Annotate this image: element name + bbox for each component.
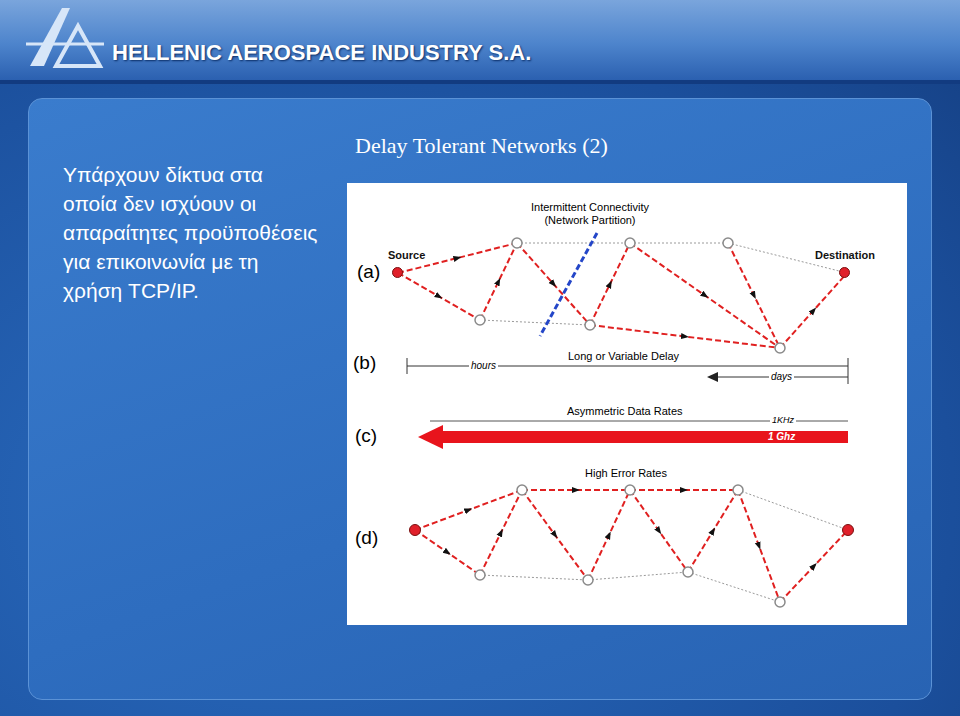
active-link [780, 273, 847, 348]
active-link [630, 489, 738, 491]
figure-caption: Long or Variable Delay [566, 350, 681, 363]
slide-title: Delay Tolerant Networks (2) [355, 133, 608, 159]
active-link [738, 490, 780, 602]
endpoint-node [843, 525, 854, 536]
endpoint-node: Source [388, 249, 425, 278]
panel-letter: (d) [355, 527, 378, 550]
relay-node [625, 485, 635, 495]
relay-node [683, 567, 693, 577]
endpoint-label: Source [388, 249, 425, 262]
relay-nodes-a [475, 238, 785, 353]
relay-node [475, 570, 485, 580]
active-link [415, 530, 480, 575]
active-links-a [398, 243, 847, 348]
relay-node [517, 485, 527, 495]
active-link [728, 243, 780, 348]
relay-node [583, 575, 593, 585]
scale-label: hours [469, 360, 498, 372]
scale-tick [848, 358, 849, 384]
figure-caption: High Error Rates [583, 467, 669, 480]
idle-link [738, 490, 848, 530]
intro-text: Υπάρχουν δίκτυα στα οποία δεν ισχύουν οι… [63, 160, 321, 305]
active-link [522, 490, 588, 580]
idle-link [480, 575, 588, 580]
active-link [590, 243, 630, 325]
active-link [588, 490, 630, 580]
fast-link-arrowhead [418, 425, 443, 449]
active-link [688, 490, 738, 572]
company-logo [26, 8, 104, 66]
rate-label: 1KHz [770, 415, 796, 426]
relay-nodes-d [475, 485, 785, 607]
relay-node [512, 238, 522, 248]
arrow-head [707, 372, 718, 382]
active-link [630, 490, 688, 572]
scale-tick [407, 358, 408, 374]
active-link [780, 530, 848, 602]
relay-node [475, 315, 485, 325]
figure-caption: Intermittent Connectivity (Network Parti… [525, 201, 655, 227]
active-link [480, 243, 517, 320]
idle-link [630, 243, 728, 244]
logo-stroke [26, 43, 104, 46]
scale-label: days [769, 371, 794, 383]
active-link [590, 325, 780, 348]
fast-link-arrow [440, 431, 848, 443]
endpoint-label: Destination [815, 249, 875, 262]
idle-link [517, 243, 630, 244]
active-link [630, 243, 780, 348]
active-links-d [415, 490, 848, 602]
logo-stroke [30, 8, 70, 66]
panel-letter: (c) [355, 425, 377, 448]
panel-letter: (a) [357, 261, 380, 284]
idle-links-a [480, 243, 847, 325]
relay-node [625, 238, 635, 248]
relay-node [585, 320, 595, 330]
endpoint-circle [392, 267, 403, 278]
idle-link [588, 572, 688, 580]
company-name: HELLENIC AEROSPACE INDUSTRY S.A. [112, 40, 531, 66]
endpoint-node [410, 525, 421, 536]
relay-node [775, 597, 785, 607]
figure-caption: Asymmetric Data Rates [565, 405, 685, 418]
active-link [398, 273, 480, 320]
idle-links-d [480, 490, 848, 602]
header-rule [0, 80, 960, 84]
endpoint-node: Destination [815, 249, 875, 278]
rate-label: 1 Ghz [768, 431, 795, 443]
relay-node [733, 485, 743, 495]
active-link [480, 490, 522, 575]
panel-letter: (b) [353, 352, 376, 375]
endpoint-circle [839, 267, 850, 278]
logo-stroke [56, 26, 100, 66]
idle-link [480, 320, 590, 325]
relay-node [775, 343, 785, 353]
idle-link [688, 572, 780, 602]
relay-node [723, 238, 733, 248]
active-link [522, 489, 630, 491]
partition-line [540, 233, 597, 336]
